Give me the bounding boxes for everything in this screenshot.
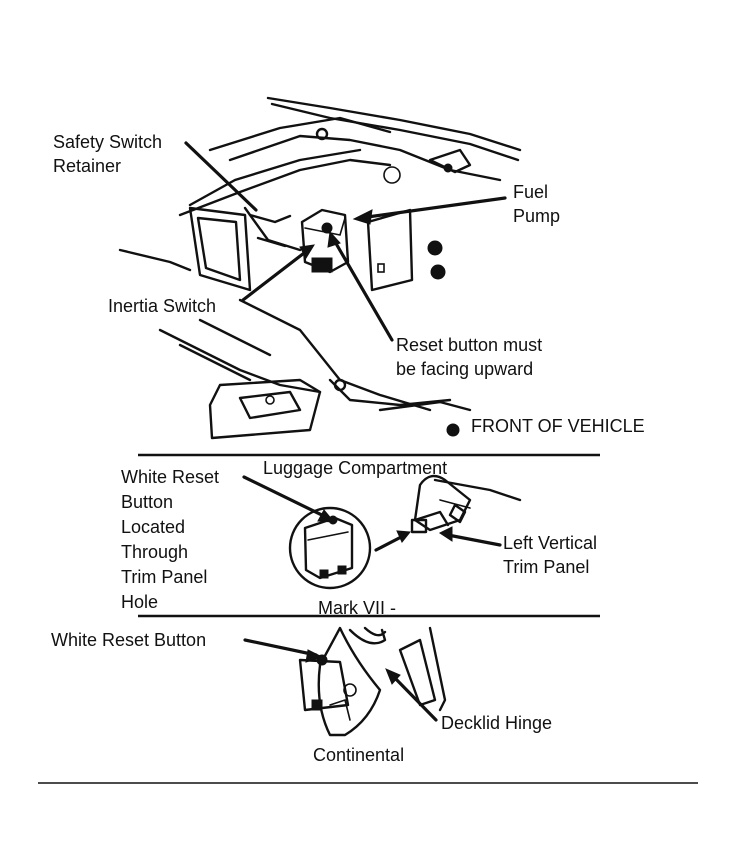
continental-drawing (298, 626, 447, 737)
label-decklid-hinge: Decklid Hinge (441, 713, 553, 733)
middle-leader-lines (242, 475, 502, 547)
top-leader-lines (184, 141, 507, 342)
front-of-vehicle-marker (446, 423, 460, 437)
label-line: Through (121, 542, 189, 562)
label-reset-button-note: Reset button must be facing upward (396, 333, 542, 381)
label-line: be facing upward (396, 359, 534, 379)
label-line: Located (121, 517, 186, 537)
label-white-reset-button: White Reset Button (51, 630, 207, 650)
label-line: White Reset (121, 467, 220, 487)
label-line: Retainer (53, 156, 122, 176)
label-line: Safety Switch (53, 132, 163, 152)
label-line: Button (121, 492, 174, 512)
label-mark-vii-caption: Mark VII - (318, 598, 397, 618)
label-line: Trim Panel (121, 567, 208, 587)
trunk-structure-drawing (118, 96, 522, 440)
label-front-of-vehicle: FRONT OF VEHICLE (471, 416, 645, 436)
label-line: Fuel (513, 182, 549, 202)
label-inertia-switch: Inertia Switch (108, 296, 217, 316)
label-line: Reset button must (396, 335, 543, 355)
bottom-leader-lines (243, 638, 438, 722)
label-safety-switch-retainer: Safety Switch Retainer (53, 130, 162, 178)
label-white-reset-button-located: White Reset Button Located Through Trim … (121, 465, 219, 615)
label-line: Trim Panel (503, 557, 590, 577)
label-continental-caption: Continental (313, 745, 405, 765)
label-fuel-pump: Fuel Pump (513, 180, 560, 228)
label-left-vertical-trim-panel: Left Vertical Trim Panel (503, 531, 597, 579)
label-line: Left Vertical (503, 533, 598, 553)
label-line: Pump (513, 206, 561, 226)
mark-vii-drawing (288, 474, 522, 590)
label-line: Hole (121, 592, 159, 612)
label-luggage-compartment: Luggage Compartment (263, 458, 448, 478)
